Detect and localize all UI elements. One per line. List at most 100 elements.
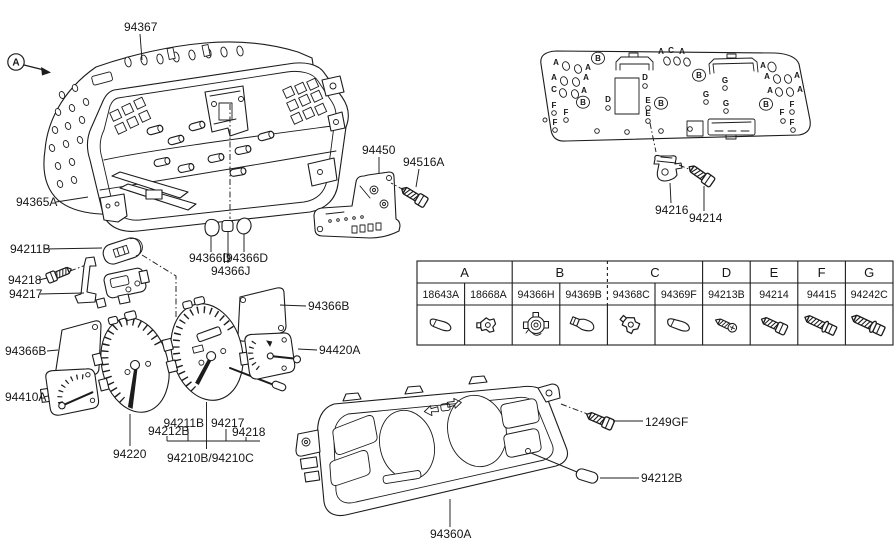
part-label-housing: 94367 bbox=[124, 20, 158, 34]
part-label-lens-cap: 94212B bbox=[641, 471, 682, 485]
table-header-a: A bbox=[460, 265, 469, 280]
tapping-screw-icon bbox=[713, 315, 739, 335]
table-header-d: D bbox=[722, 265, 731, 280]
table-header-g: G bbox=[864, 265, 874, 280]
table-part-0: 18643A bbox=[423, 289, 460, 301]
svg-text:B: B bbox=[696, 71, 702, 80]
part-label-lens-screw: 1249GF bbox=[645, 415, 688, 429]
part-label-window-plate-left: 94366B bbox=[5, 344, 46, 358]
bulb-trio-drawing bbox=[204, 217, 252, 263]
svg-text:A: A bbox=[551, 73, 557, 82]
circuit-plate-drawing: A A B A A C A B F F F D D E E B A C A B … bbox=[540, 46, 811, 142]
svg-text:B: B bbox=[595, 54, 601, 63]
svg-text:A: A bbox=[553, 58, 559, 67]
svg-text:B: B bbox=[658, 99, 664, 108]
svg-text:C: C bbox=[668, 46, 674, 55]
svg-text:A: A bbox=[764, 72, 770, 81]
machine-screw-icon bbox=[758, 313, 789, 337]
part-label-housing-lower: 94365A bbox=[16, 195, 57, 209]
part-label-bulb-center: 94366J bbox=[211, 264, 250, 278]
table-header-f: F bbox=[818, 265, 826, 280]
svg-text:F: F bbox=[553, 118, 558, 127]
cluster-case-drawing bbox=[43, 41, 349, 232]
part-label-meter-sub-1: 94212B bbox=[148, 424, 189, 438]
svg-text:A: A bbox=[585, 63, 591, 72]
part-label-bulb-right: 94366D bbox=[226, 251, 268, 265]
odometer-drum-drawing bbox=[102, 237, 143, 265]
lamp-socket-assembly-icon bbox=[522, 311, 550, 336]
table-part-9: 94242C bbox=[851, 289, 888, 301]
svg-text:F: F bbox=[790, 100, 795, 109]
bulb-board-screw-icon bbox=[398, 183, 430, 209]
part-label-fuel-gauge: 94410A bbox=[5, 390, 46, 404]
part-label-odometer-drum: 94211B bbox=[10, 242, 50, 256]
bulb-socket-drawing bbox=[653, 154, 683, 182]
view-marker-letter: A bbox=[12, 58, 19, 69]
part-label-meter-sub-2: 94211B bbox=[164, 416, 204, 430]
bulb-with-base-icon bbox=[569, 314, 597, 334]
part-label-socket-screw: 94214 bbox=[689, 211, 723, 225]
svg-text:A: A bbox=[794, 71, 800, 80]
svg-text:F: F bbox=[564, 108, 569, 117]
odometer-leader-line bbox=[141, 254, 177, 318]
svg-text:D: D bbox=[642, 73, 648, 82]
svg-text:G: G bbox=[722, 76, 728, 85]
circuit-plate-letters: A A B A A C A B F F F D D E E B A C A B … bbox=[551, 46, 803, 127]
tachometer-drawing bbox=[161, 296, 244, 401]
part-label-odometer-bracket: 94217 bbox=[9, 287, 43, 301]
speedometer-drawing bbox=[91, 310, 170, 413]
lens-screw-icon bbox=[583, 408, 616, 432]
table-part-7: 94214 bbox=[759, 289, 789, 301]
svg-text:E: E bbox=[645, 96, 651, 105]
lens-housing-drawing bbox=[295, 375, 569, 517]
table-header-e: E bbox=[770, 265, 779, 280]
svg-text:D: D bbox=[605, 95, 611, 104]
needle-cap bbox=[271, 380, 287, 392]
front-frame-detail bbox=[99, 75, 346, 223]
lens-cap-drawing bbox=[575, 468, 599, 484]
part-label-bulb-left: 94366D bbox=[189, 251, 231, 265]
part-label-bulb-board: 94450 bbox=[362, 143, 396, 157]
part-label-bulb-socket: 94216 bbox=[655, 203, 689, 217]
table-part-2: 94366H bbox=[517, 289, 554, 301]
svg-text:A: A bbox=[760, 61, 766, 70]
svg-text:F: F bbox=[780, 108, 785, 117]
svg-text:F: F bbox=[790, 118, 795, 127]
table-part-5: 94369F bbox=[661, 289, 697, 301]
table-part-1: 18668A bbox=[470, 289, 507, 301]
bulb-socket-icon bbox=[476, 317, 497, 333]
part-label-window-plate-right: 94366B bbox=[308, 299, 349, 313]
part-label-odometer-screw: 94218 bbox=[8, 273, 42, 287]
table-header-c: C bbox=[650, 265, 659, 280]
odometer-screw-icon bbox=[44, 263, 74, 285]
turn-arrow-icons bbox=[423, 397, 462, 417]
part-label-temp-gauge: 94420A bbox=[319, 343, 360, 357]
svg-text:A: A bbox=[679, 47, 685, 56]
bulb-wedge-icon bbox=[428, 316, 453, 334]
temp-gauge-drawing bbox=[239, 332, 302, 380]
fuel-gauge-drawing bbox=[39, 368, 100, 416]
bolt-long-icon bbox=[848, 310, 887, 338]
part-label-bulb-board-screw: 94516A bbox=[403, 155, 444, 169]
odometer-bracket-drawing bbox=[74, 256, 150, 309]
parts-table: A B C D E F G 18643A 18668A 94366H 94369… bbox=[416, 260, 894, 346]
bulb-board-drawing bbox=[313, 171, 401, 239]
svg-text:A: A bbox=[797, 85, 803, 94]
part-label-speedometer: 94220 bbox=[113, 447, 147, 461]
svg-text:G: G bbox=[703, 90, 709, 99]
table-part-3: 94369B bbox=[565, 289, 602, 301]
part-label-lens-housing: 94360A bbox=[430, 527, 471, 541]
view-arrow-icon bbox=[41, 67, 51, 76]
view-marker: A bbox=[7, 53, 51, 76]
svg-text:B: B bbox=[580, 98, 586, 107]
table-part-4: 94368C bbox=[613, 289, 650, 301]
svg-text:B: B bbox=[763, 100, 769, 109]
lens-slot bbox=[382, 470, 422, 484]
svg-text:A: A bbox=[583, 73, 589, 82]
svg-text:G: G bbox=[723, 99, 729, 108]
table-part-8: 94415 bbox=[807, 289, 837, 301]
bolt-long-icon bbox=[801, 311, 839, 338]
rear-plate-holes bbox=[48, 43, 244, 188]
bulb-wedge-icon bbox=[665, 315, 692, 334]
